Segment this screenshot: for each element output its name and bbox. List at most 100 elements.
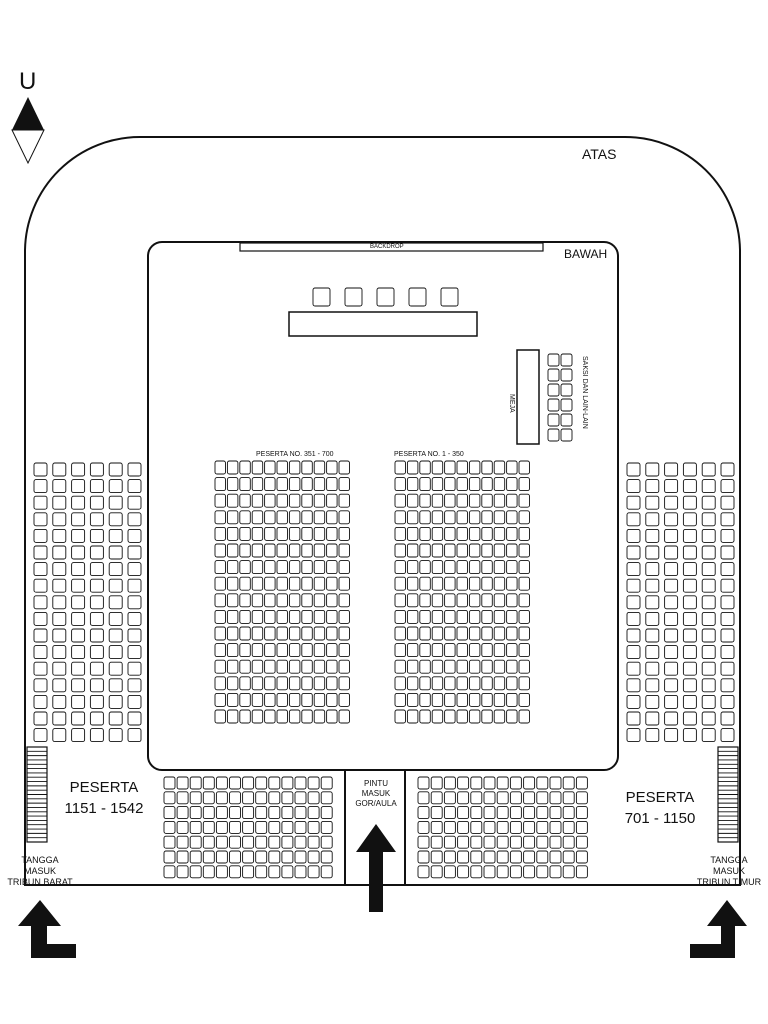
seat [626, 528, 641, 543]
seat [468, 477, 481, 492]
seat [457, 835, 470, 849]
seat [575, 850, 588, 864]
seat [288, 709, 301, 724]
seat [313, 543, 326, 558]
seat [720, 562, 735, 577]
seat [645, 528, 660, 543]
seat [417, 806, 430, 820]
seat [456, 643, 468, 658]
seat [214, 626, 226, 641]
seat [496, 820, 509, 834]
seat [264, 526, 276, 541]
seat [239, 560, 251, 575]
seat [444, 460, 456, 475]
seat [481, 560, 493, 575]
seat [276, 676, 288, 691]
seat [71, 562, 86, 577]
seat [560, 428, 573, 442]
seat [281, 820, 294, 834]
seat [127, 595, 142, 610]
seat [108, 728, 123, 743]
seat [701, 578, 716, 593]
seat [255, 791, 268, 805]
seat [127, 578, 142, 593]
seat [481, 643, 493, 658]
seat [189, 820, 202, 834]
seat [468, 526, 481, 541]
seat [701, 595, 716, 610]
seat [338, 560, 350, 575]
seat [33, 479, 48, 494]
seat [52, 645, 67, 660]
seat [406, 560, 419, 575]
seat [33, 595, 48, 610]
seat [509, 850, 522, 864]
seat [468, 560, 481, 575]
seat [483, 791, 496, 805]
seat [264, 560, 276, 575]
seat [255, 850, 268, 864]
seat [720, 728, 735, 743]
seat [419, 626, 431, 641]
seat [71, 495, 86, 510]
seat [33, 528, 48, 543]
seat [444, 576, 456, 591]
seat [313, 692, 326, 707]
seat [313, 477, 326, 492]
seat [444, 526, 456, 541]
seat [645, 562, 660, 577]
seat [560, 398, 573, 412]
seat [444, 626, 456, 641]
seat [281, 865, 294, 879]
seat [326, 510, 338, 525]
seat [326, 609, 338, 624]
seat [338, 543, 350, 558]
seat [645, 512, 660, 527]
seat [536, 776, 549, 790]
seat [239, 477, 251, 492]
seat [52, 611, 67, 626]
seat [626, 678, 641, 693]
seat [468, 692, 481, 707]
seat-block-south-right [417, 776, 588, 879]
seat [52, 495, 67, 510]
seat [294, 806, 307, 820]
seat [127, 495, 142, 510]
seat [468, 609, 481, 624]
seat [301, 676, 313, 691]
seat [720, 545, 735, 560]
seat [226, 543, 239, 558]
seat [338, 609, 350, 624]
seat [536, 806, 549, 820]
seat [457, 865, 470, 879]
seat [52, 628, 67, 643]
seat [493, 510, 506, 525]
seat [71, 611, 86, 626]
seat [338, 576, 350, 591]
seat [313, 510, 326, 525]
seat [276, 526, 288, 541]
seat [276, 709, 288, 724]
seat-block-center-left [214, 460, 350, 724]
seat [664, 694, 679, 709]
seat [444, 560, 456, 575]
seat [108, 479, 123, 494]
seat [417, 865, 430, 879]
seat [281, 850, 294, 864]
seat [189, 776, 202, 790]
seat [394, 526, 406, 541]
seat [320, 850, 333, 864]
seat [214, 460, 226, 475]
seat [89, 495, 104, 510]
seat [239, 493, 251, 508]
seat [281, 806, 294, 820]
seat-block-east-tribune [626, 462, 735, 743]
seat [108, 694, 123, 709]
seat [394, 609, 406, 624]
seat [251, 510, 264, 525]
seat [108, 578, 123, 593]
seat [108, 562, 123, 577]
seat [338, 709, 350, 724]
seat [326, 692, 338, 707]
